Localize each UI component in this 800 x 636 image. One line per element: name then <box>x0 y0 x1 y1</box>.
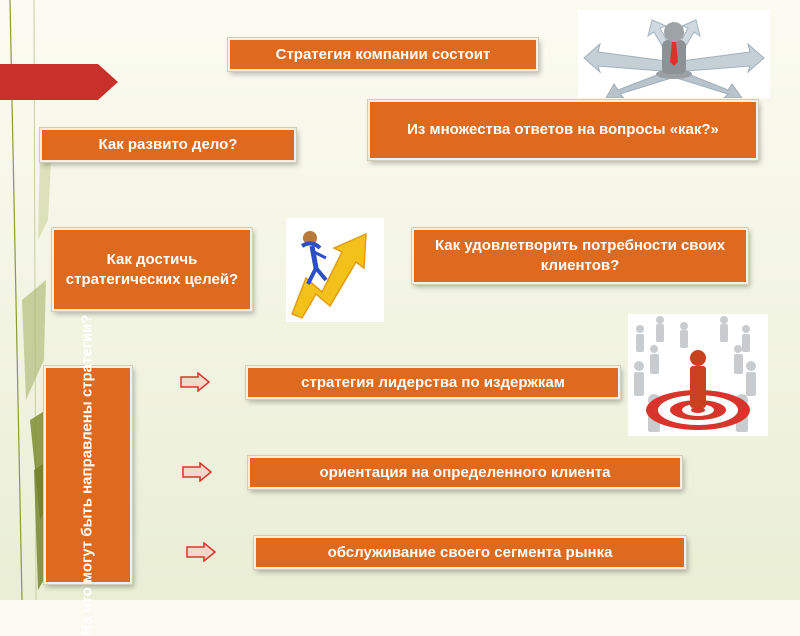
answers-text: Из множества ответов на вопросы «как?» <box>407 121 719 138</box>
question-clients-box: Как удовлетворить потребности своих клие… <box>412 228 748 284</box>
red-ribbon-arrow-icon <box>0 64 118 100</box>
option-cost-leadership-text: стратегия лидерства по издержкам <box>301 373 565 391</box>
question-goals-box: Как достичь стратегических целей? <box>52 228 252 311</box>
question-goals-text: Как достичь стратегических целей? <box>65 250 239 288</box>
question-clients-text: Как удовлетворить потребности своих клие… <box>434 237 726 274</box>
strategy-title-text: Стратегия компании состоит <box>275 45 491 63</box>
option-market-segment-text: обслуживание своего сегмента рынка <box>327 543 613 561</box>
businessman-crossroads-arrows-icon <box>578 10 770 98</box>
option-market-segment: обслуживание своего сегмента рынка <box>254 536 686 569</box>
option-cost-leadership: стратегия лидерства по издержкам <box>246 366 620 399</box>
strategy-direction-label: На что могут быть направлены стратегии? <box>44 314 132 636</box>
right-arrow-icon <box>186 542 216 562</box>
figure-climbing-arrow-icon <box>286 218 384 322</box>
right-arrow-icon <box>182 462 212 482</box>
option-client-focus-text: ориентация на определенного клиента <box>319 463 611 481</box>
strategy-title-box: Стратегия компании состоит <box>228 38 538 71</box>
question-business-box: Как развито дело? <box>40 128 296 162</box>
option-client-focus: ориентация на определенного клиента <box>248 456 682 489</box>
question-business-text: Как развито дело? <box>98 136 238 153</box>
target-crowd-icon <box>628 314 768 436</box>
strategy-direction-text: На что могут быть направлены стратегии? <box>79 314 96 636</box>
answers-box: Из множества ответов на вопросы «как?» <box>368 100 758 160</box>
right-arrow-icon <box>180 372 210 392</box>
